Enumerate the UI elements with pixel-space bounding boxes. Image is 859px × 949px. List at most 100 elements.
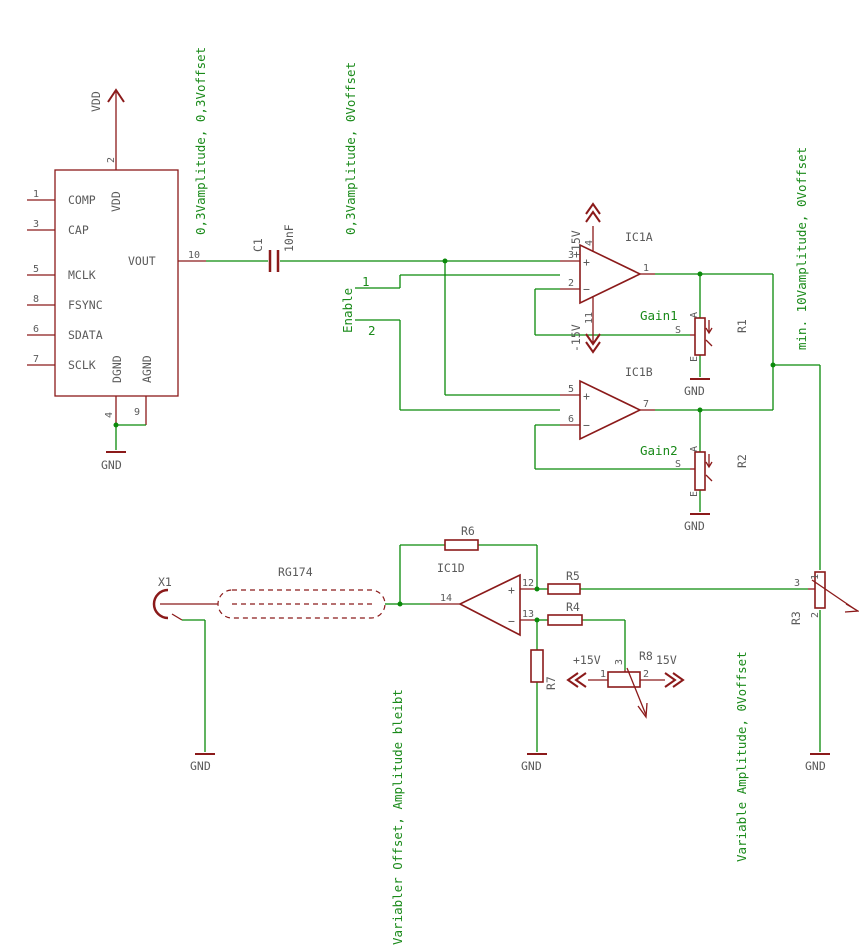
ic1a-pin-in-p: 3 (568, 250, 574, 261)
opamp-ic1b: + − 5 6 7 IC1B (560, 365, 655, 441)
capacitor-c1: C1 10nF (206, 224, 445, 272)
gnd-label-x1: GND (190, 759, 211, 773)
pin-num-dgnd: 4 (104, 412, 115, 418)
pin-num-agnd: 9 (134, 407, 140, 418)
r2-pin-e: E (689, 491, 700, 497)
resistor-r4: R4 (547, 600, 583, 626)
pin-label-sdata: SDATA (68, 328, 103, 342)
x1-name: X1 (158, 575, 172, 589)
ic1a-supply-neg: -15V (569, 324, 583, 352)
r8-pin-2: 2 (643, 669, 649, 680)
ic1b-pin-out: 7 (643, 399, 649, 410)
pin-num-comp: 1 (33, 189, 39, 200)
pin-label-comp: COMP (68, 193, 96, 207)
ic1b-name: IC1B (625, 365, 653, 379)
r8-pin-3: 3 (614, 659, 625, 665)
ic1d-name: IC1D (437, 561, 465, 575)
gnd-dds: GND (101, 422, 146, 472)
ic1d-pin-out: 14 (440, 593, 452, 604)
trimmer-r1: A E S Gain1 R1 GND (640, 308, 749, 398)
dds-chip: 1 3 5 8 6 7 COMP CAP MCLK FSYNC SDATA SC… (27, 140, 206, 425)
ic1d-pin-in-p: 12 (522, 578, 534, 589)
trimmer-r2: A E S Gain2 R2 GND (640, 443, 749, 533)
ic1a-pin-vminus: 11 (584, 312, 595, 324)
wires-output-stage (385, 544, 626, 752)
r5-name: R5 (566, 569, 580, 583)
resistor-r7: R7 GND (521, 649, 558, 773)
gnd-label-dds: GND (101, 458, 122, 472)
r1-pin-s: S (675, 325, 681, 336)
wires (355, 258, 821, 752)
annotation-amplitude: Variable Amplitude, 0Voffset (734, 651, 749, 862)
ic1a-pin-out: 1 (643, 263, 649, 274)
r3-pin-1: 1 (810, 574, 821, 580)
svg-text:+: + (508, 583, 515, 597)
ic1a-pin-in-n: 2 (568, 278, 574, 289)
potentiometer-r3: 1 2 3 R3 GND (789, 571, 859, 773)
svg-text:−: − (583, 282, 590, 296)
gnd-label-r1: GND (684, 384, 705, 398)
annotation-offset: Variabler Offset, Amplitude bleibt (390, 689, 405, 945)
ic1b-pin-in-p: 5 (568, 384, 574, 395)
ic1b-pin-in-n: 6 (568, 414, 574, 425)
r3-name: R3 (789, 611, 803, 625)
ic1a-pin-vplus: 4 (584, 240, 595, 246)
vdd-supply-symbol: VDD (89, 88, 125, 140)
pin-num-fsync: 8 (33, 294, 39, 305)
pin-num-vout: 10 (188, 250, 200, 261)
pin-label-fsync: FSYNC (68, 298, 103, 312)
pin-label-agnd: AGND (140, 355, 154, 383)
r6-name: R6 (461, 524, 475, 538)
pin-num-sdata: 6 (33, 324, 39, 335)
c1-value: 10nF (282, 224, 296, 252)
r3-pin-2: 2 (810, 612, 821, 618)
r4-name: R4 (566, 600, 580, 614)
pin-num-cap: 3 (33, 219, 39, 230)
enable-jumper: Enable 1 2 (340, 274, 376, 338)
r8-supply-left: +15V (573, 653, 601, 667)
r1-name: R1 (735, 319, 749, 333)
vdd-label: VDD (89, 91, 103, 112)
ic1a-name: IC1A (625, 230, 653, 244)
c1-name: C1 (251, 238, 265, 252)
r1-pin-e: E (689, 356, 700, 362)
pin-label-dgnd: DGND (110, 355, 124, 383)
pin-num-mclk: 5 (33, 264, 39, 275)
svg-text:−: − (508, 614, 515, 628)
gain1-label: Gain1 (640, 308, 678, 323)
svg-text:−: − (583, 418, 590, 432)
cable-name: RG174 (278, 565, 313, 579)
annotation-vout: 0,3Vamplitude, 0,3Voffset (193, 47, 208, 235)
enable-opt1: 1 (362, 274, 370, 289)
r1-pin-a: A (689, 312, 700, 318)
pin-label-sclk: SCLK (68, 358, 96, 372)
potentiometer-r8: 1 2 3 R8 +15V 15V (566, 649, 685, 719)
pin-label-mclk: MCLK (68, 268, 96, 282)
gnd-label-r2: GND (684, 519, 705, 533)
resistor-r6: R6 (444, 524, 479, 551)
svg-text:+: + (583, 389, 590, 403)
r2-pin-s: S (675, 459, 681, 470)
gnd-label-r7: GND (521, 759, 542, 773)
coax-cable-rg174: RG174 (217, 565, 386, 619)
resistor-r5: R5 (547, 569, 581, 595)
svg-text:+: + (583, 255, 590, 269)
connector-x1: X1 GND (152, 575, 218, 773)
r2-pin-a: A (689, 446, 700, 452)
annotation-output: min. 10Vamplitude, 0Voffset (794, 147, 809, 350)
pin-num-sclk: 7 (33, 354, 39, 365)
pin-label-vdd: VDD (109, 191, 123, 212)
opamp-ic1d: + − 12 13 14 IC1D (430, 561, 537, 637)
annotation-after-c1: 0,3Vamplitude, 0Voffset (343, 62, 358, 235)
r3-pin-3: 3 (794, 578, 800, 589)
pin-label-vout: VOUT (128, 254, 156, 268)
gnd-label-r3: GND (805, 759, 826, 773)
r2-name: R2 (735, 454, 749, 468)
gain2-label: Gain2 (640, 443, 678, 458)
ic1a-supply-pos: +15V (569, 230, 583, 258)
r8-name: R8 (639, 649, 653, 663)
ic1d-pin-in-n: 13 (522, 609, 534, 620)
pin-num-vdd: 2 (106, 157, 117, 163)
enable-label: Enable (340, 288, 355, 333)
